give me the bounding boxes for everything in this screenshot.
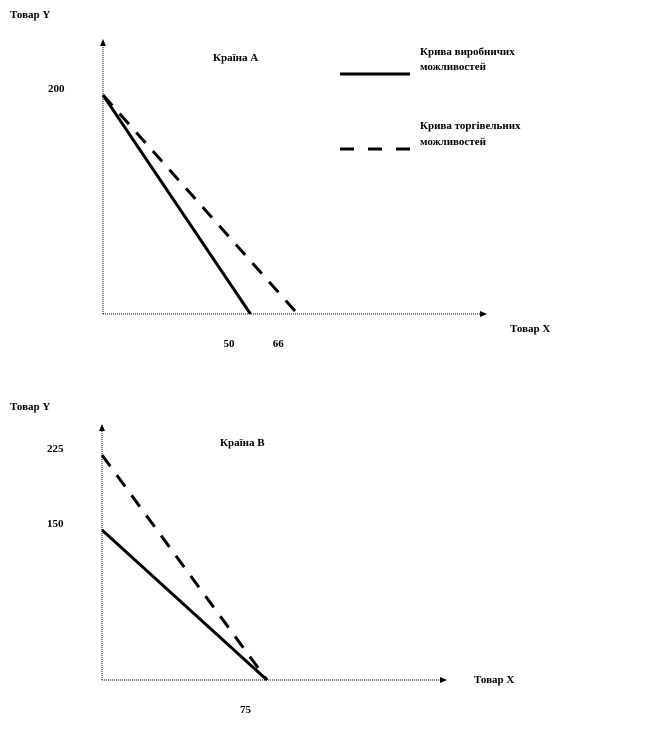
- production-possibilities-line: [100, 528, 269, 682]
- legend-dashed-line1: Крива торгівельних: [420, 120, 521, 132]
- y-axis-label: Товар Y: [10, 401, 50, 413]
- legend-solid-line2: можливостей: [420, 61, 487, 73]
- trade-possibilities-line: [101, 94, 299, 315]
- chart-title: Країна A: [213, 52, 258, 64]
- chart-title: Країна B: [220, 437, 265, 449]
- x-tick-label: 75: [240, 704, 252, 716]
- trade-possibilities-line: [100, 454, 269, 681]
- x-axis-label: Товар X: [510, 323, 550, 335]
- x-axis-label: Товар X: [474, 674, 514, 686]
- legend-dashed-line2: можливостей: [420, 136, 487, 148]
- chart-country-a: Товар Y Країна A Товар X Крива виробничи…: [10, 9, 550, 350]
- x-tick-label: 50: [224, 338, 236, 350]
- legend-solid-line1: Крива виробничих: [420, 46, 515, 58]
- y-tick-label: 225: [47, 443, 64, 455]
- chart-country-b: Товар Y Країна B Товар X 225 150 75: [10, 401, 514, 716]
- y-tick-label: 150: [47, 518, 64, 530]
- y-axis-label: Товар Y: [10, 9, 50, 21]
- y-tick-label: 200: [48, 83, 65, 95]
- x-tick-label: 66: [273, 338, 285, 350]
- production-possibilities-line: [101, 94, 252, 315]
